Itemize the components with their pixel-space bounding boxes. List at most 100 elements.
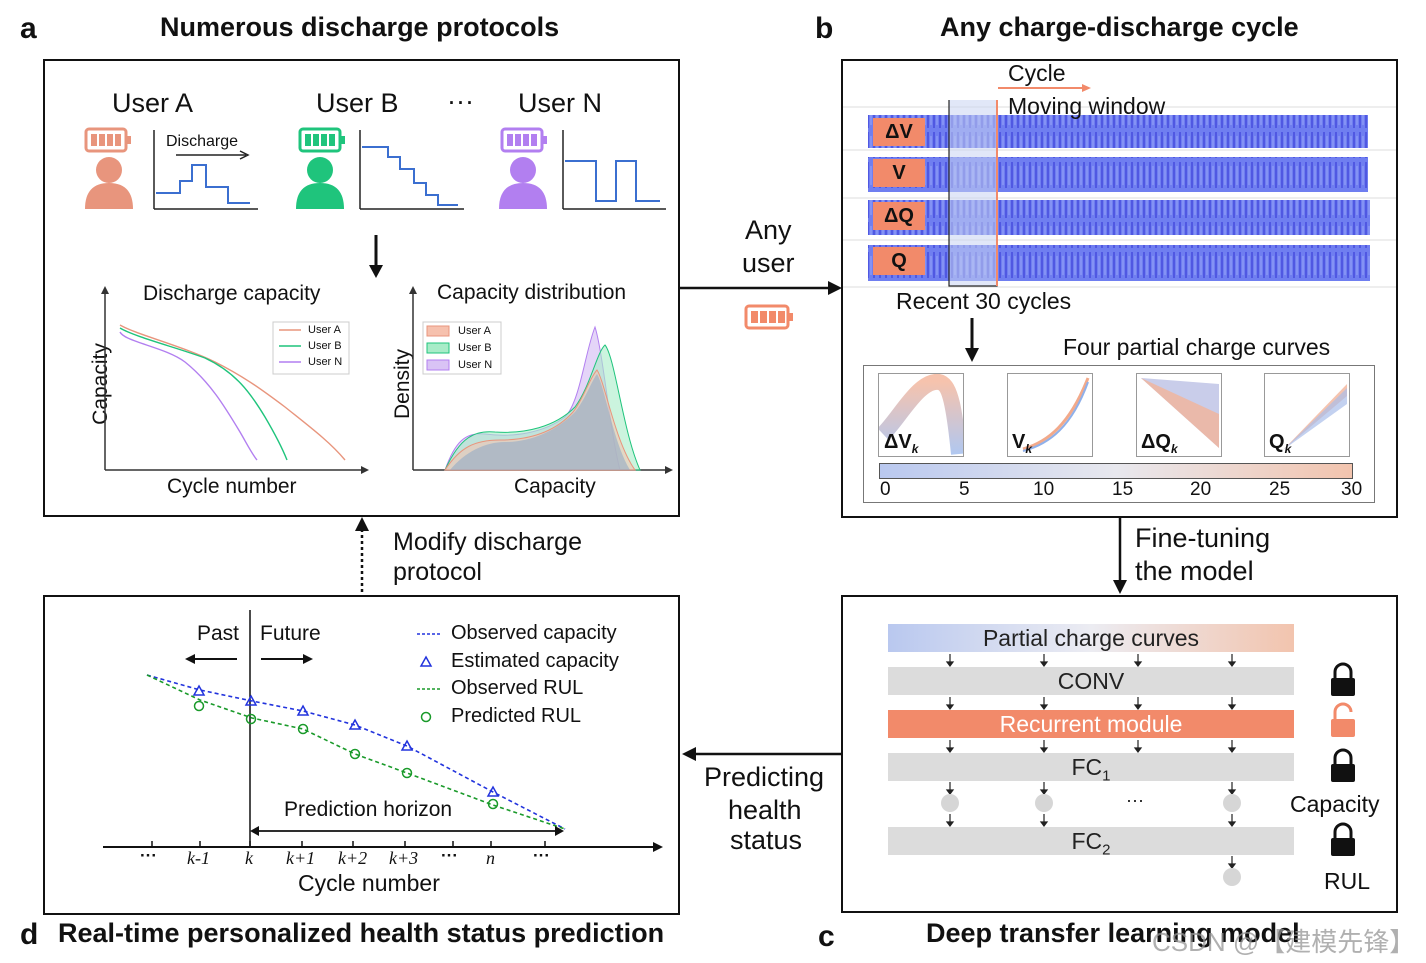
signal-v-band: [868, 157, 1368, 192]
panel-b-letter: b: [815, 12, 834, 45]
chart2-legend-b: User B: [458, 342, 492, 354]
signal-v-tag: V: [873, 159, 925, 187]
chart2-legend-a: User A: [458, 325, 492, 337]
user-b-person-icon: [296, 157, 344, 209]
tick-dots-mid: ···: [441, 846, 458, 865]
panel-c-letter: c: [818, 920, 835, 953]
curve-q-name: Q: [1269, 431, 1285, 453]
user-protocols-graphic: [84, 127, 666, 210]
colorbar-tick-5: 5: [959, 479, 970, 500]
signal-dq-tag: ΔQ: [873, 202, 925, 230]
colorbar-tick-10: 10: [1033, 479, 1055, 500]
fc1-label: FC: [1071, 754, 1103, 780]
modify-arrow-icon: [355, 517, 369, 597]
chart1-legend-a: User A: [308, 324, 342, 336]
signals-graphic: [843, 100, 1396, 288]
curve-q-label: Qk: [1269, 431, 1291, 456]
conv-layer: CONV: [888, 667, 1294, 695]
observed-capacity-line: [146, 674, 566, 830]
partial-curves-frame: [863, 365, 1375, 503]
predicting-label: Predicting: [704, 762, 825, 792]
chart1-xlabel: Cycle number: [167, 475, 297, 498]
lock-icon: [1331, 748, 1355, 782]
chart1-legend-b: User B: [308, 340, 342, 352]
user-a-battery-icon: [84, 127, 131, 153]
any-label: Any: [745, 215, 792, 245]
fc2-label: FC: [1071, 828, 1103, 854]
users-ellipsis: ···: [447, 86, 474, 116]
curve-dq-label: ΔQk: [1141, 431, 1178, 456]
prediction-chart: [103, 610, 663, 852]
protocol-label: protocol: [393, 558, 482, 586]
lock-icon: [1331, 822, 1355, 856]
curve-dv-subscript: k: [911, 442, 919, 456]
tick-k: k: [245, 848, 253, 868]
modify-discharge-label: Modify discharge: [393, 528, 582, 556]
predicted-rul-markers: [193, 700, 499, 810]
four-curves-label: Four partial charge curves: [1063, 334, 1331, 360]
tick-dots-left: ···: [140, 846, 157, 865]
panel-a-title: Numerous discharge protocols: [160, 12, 560, 42]
panel-c-title: Deep transfer learning model: [926, 918, 1300, 948]
moving-window-icon: [948, 100, 998, 287]
network-arrows-graphic: [941, 654, 1241, 886]
legend-observed-capacity: Observed capacity: [451, 622, 617, 644]
battery-icon: [744, 304, 793, 330]
panel-b-title: Any charge-discharge cycle: [940, 12, 1299, 42]
legend-estimated-capacity: Estimated capacity: [451, 650, 619, 672]
fc1-layer: FC1: [888, 753, 1294, 785]
chart1-legend-n: User N: [308, 356, 343, 368]
curve-q-thumbnail: [1264, 373, 1350, 457]
status-label: status: [730, 825, 803, 855]
past-label: Past: [197, 622, 240, 645]
tick-dots-right: ···: [533, 846, 550, 865]
user-b-label: User B: [316, 88, 399, 118]
fc2-subscript: 2: [1102, 841, 1111, 859]
legend-observed-rul: Observed RUL: [451, 677, 584, 699]
signal-q-band: [868, 245, 1370, 281]
prediction-horizon-label: Prediction horizon: [284, 798, 453, 821]
unlock-icon: [1331, 702, 1355, 737]
user-b-battery-icon: [298, 127, 345, 153]
colorbar-tick-30: 30: [1341, 479, 1363, 500]
future-label: Future: [260, 622, 321, 645]
series-user-n: [119, 331, 258, 461]
capacity-output-label: Capacity: [1290, 791, 1380, 817]
user-label: user: [742, 248, 795, 278]
recent-cycles-label: Recent 30 cycles: [896, 288, 1072, 314]
moving-window-label: Moving window: [1008, 93, 1166, 119]
legend-predicted-rul: Predicted RUL: [451, 705, 582, 727]
user-n-person-icon: [499, 157, 547, 209]
panel-d-title: Real-time personalized health status pre…: [58, 918, 665, 948]
curve-dv-thumbnail: [877, 373, 967, 457]
any-user-arrow-icon: [680, 281, 842, 295]
recent-down-arrow-icon: [965, 318, 979, 362]
discharge-label: Discharge: [166, 133, 239, 150]
cycle-arrow-icon: [998, 84, 1091, 92]
curve-dv-name: ΔV: [884, 431, 912, 453]
capacity-distribution-title: Capacity distribution: [437, 281, 627, 304]
down-arrow-icon: [369, 235, 383, 278]
cycle-label: Cycle: [1008, 60, 1066, 86]
recurrent-module-layer: Recurrent module: [888, 710, 1294, 738]
lock-icons: [1331, 662, 1355, 856]
fine-tuning-arrow-icon: [1113, 518, 1127, 594]
tick-k-minus-1: k-1: [187, 848, 210, 868]
colorbar: [879, 463, 1353, 479]
signal-q-tag: Q: [873, 247, 925, 275]
partial-charge-curves-layer: Partial charge curves: [888, 624, 1294, 652]
colorbar-tick-20: 20: [1190, 479, 1212, 500]
panel-b-box: [841, 59, 1398, 518]
estimated-capacity-markers: [192, 684, 500, 797]
curve-dq-name: ΔQ: [1141, 431, 1171, 453]
fc2-layer: FC2: [888, 827, 1294, 859]
curve-v-name: V: [1012, 431, 1026, 453]
user-a-label: User A: [112, 88, 194, 118]
tick-n: n: [486, 848, 495, 868]
curve-v-label: Vk: [1012, 431, 1032, 456]
curve-q-subscript: k: [1284, 442, 1292, 456]
tick-k-plus-3: k+3: [389, 848, 419, 868]
signal-dv-tag: ΔV: [873, 118, 925, 146]
user-n-protocol-sketch: [562, 130, 666, 210]
series-user-a: [119, 324, 346, 461]
